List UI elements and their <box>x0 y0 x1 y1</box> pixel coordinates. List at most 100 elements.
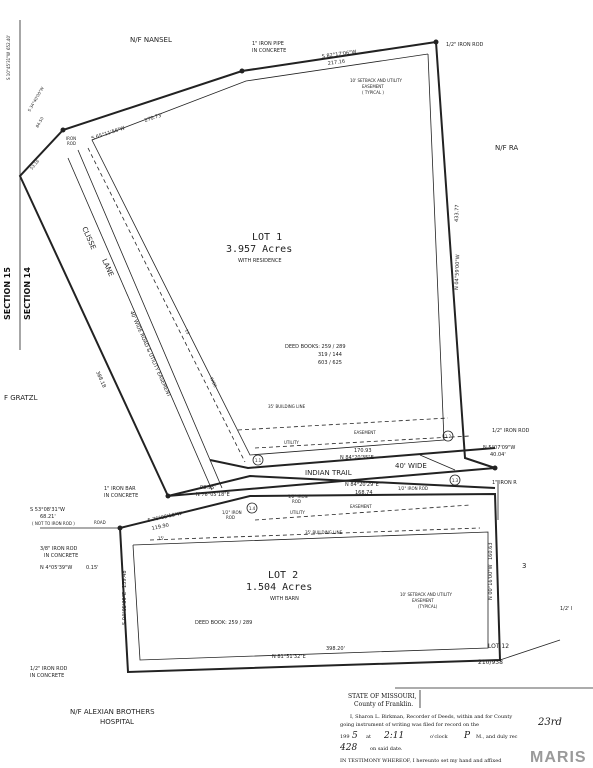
monument-rod38-2: IN CONCRETE <box>44 553 78 559</box>
bearing-lot2-bottom-dist: 398.20' <box>326 646 345 652</box>
monuments <box>60 39 498 531</box>
lot2-note: WITH BARN <box>270 596 299 602</box>
recorder-line1: I, Sharon L. Birkman, Recorder of Deeds,… <box>350 714 512 720</box>
bearing-lot2-west: S 04°05'39"E <box>122 592 128 625</box>
lot1-title: LOT 1 <box>252 232 282 243</box>
neighbor-alexian-2: HOSPITAL <box>100 718 134 726</box>
iron-rod-ne-marker <box>433 39 439 45</box>
monument-iron-rod-e1: 1/2" IRON ROD <box>492 428 530 434</box>
lot1-acres: 3.957 Acres <box>226 244 292 255</box>
point-callouts: 1.1 1.2 1.3 1.4 <box>246 430 461 514</box>
monument-small-rod-3: 1/2" IRON <box>288 494 308 499</box>
neighbor-gratzl: F GRATZL <box>4 394 38 402</box>
monument-small-rod-4: ROD <box>292 499 301 504</box>
recorder-line3-clock: o'clock <box>430 734 449 740</box>
bearing-corner-short: 93.95' <box>200 485 216 491</box>
lot1-deed-3: 603 / 625 <box>318 360 342 366</box>
monument-iron-bar: 1" IRON BAR <box>104 486 136 492</box>
setback-top-2: EASEMENT <box>362 84 384 89</box>
utility-easement-south <box>254 504 471 521</box>
section-15-label: SECTION 15 <box>3 267 12 320</box>
bearing-left2-dist: 84.50 <box>35 116 45 129</box>
lot1-deed: DEED BOOKS: 259 / 289 <box>285 344 346 350</box>
recorder-hand-year: 5 <box>352 731 358 741</box>
recorder-hand-day: 23rd <box>537 717 562 728</box>
bearing-lot2-bottom: N 81°51'32"E <box>272 654 306 660</box>
building-line-2: 35' BUILDING LINE <box>305 530 343 535</box>
monument-iron-bar-2: IN CONCRETE <box>104 493 138 499</box>
bearing-north-trail-dist: 170.93 <box>354 448 372 454</box>
monument-iron-rod-nw-2: ROD <box>67 141 76 146</box>
iron-rod-nw-marker <box>60 127 66 133</box>
bearing-corner: N 76°05'18"E <box>196 492 230 498</box>
lot1-building-line <box>237 417 449 431</box>
monument-small-rod-1: 1/2" IRON <box>222 510 242 515</box>
recorder-hand-book: 428 <box>339 743 357 753</box>
bearing-nw1-dist: 270.73' <box>144 112 164 124</box>
recorder-county: County of Franklin. <box>354 701 413 708</box>
monument-small-rod-2: ROD <box>226 515 235 520</box>
bearing-left-vert-dist: 652.40' <box>6 35 11 50</box>
utility-easement-north <box>254 435 471 449</box>
bearing-rod-dist: 0.15' <box>86 565 99 571</box>
bearing-north-trail: N 84°20'35"E <box>340 455 374 461</box>
recorder-line4: on said date. <box>370 746 403 752</box>
bearing-left-vert: S 10°45'31"W <box>6 52 11 80</box>
road-small-label: ROAD <box>94 520 106 525</box>
recorder-hand-time: 2:11 <box>383 731 404 741</box>
indian-trail-north-edge <box>209 447 496 470</box>
lot1-setback-line <box>91 53 445 456</box>
recorder-certificate: STATE OF MISSOURI, County of Franklin. I… <box>339 687 593 764</box>
monument-small-rod-5: 1/2" IRON ROD <box>398 486 428 491</box>
road-clisse: CLISSE <box>80 226 97 251</box>
recorder-line2: going instrument of writing was filed fo… <box>340 722 479 728</box>
bearing-tie-dist: 68.21' <box>40 514 56 520</box>
bearing-lot2-east-dist: 160.63 <box>488 543 494 561</box>
lot12-label: LOT 12 <box>488 643 509 650</box>
easement-leader <box>419 454 456 471</box>
section-14-label: SECTION 14 <box>23 267 32 320</box>
bearing-tie: S 53°08'31"W <box>30 507 65 513</box>
bearing-east-lot1: N 04°59'00"W <box>454 254 461 290</box>
callout-2: 1.2 <box>445 434 452 439</box>
utility-label-1: UTILITY <box>284 440 299 445</box>
neighbor-nansel: N/F NANSEL <box>130 36 172 44</box>
road-width: 40' WIDE <box>395 462 427 470</box>
monument-rod-sw: 1/2" IRON ROD <box>30 666 68 672</box>
recorder-hand-pm: P <box>463 731 471 741</box>
watermark-logo: MARIS <box>530 749 587 766</box>
bearing-top1-dist: 217.16 <box>327 59 345 67</box>
bearing-tie-note: ( NOT TO IRON ROD ) <box>32 521 75 526</box>
building-line-1: 35' BUILDING LINE <box>268 404 306 409</box>
bearing-south-trail: N 84°20'29"E <box>345 482 379 488</box>
monument-iron-pipe: 1" IRON PIPE <box>252 41 284 47</box>
iron-bar-marker <box>165 493 171 499</box>
lot2-building-line <box>149 527 481 541</box>
monument-rod-se: 1/2' I <box>560 606 573 612</box>
road-wide-small: WIDE <box>209 376 218 388</box>
lot2-deed: DEED BOOK: 259 / 289 <box>195 620 252 626</box>
monument-iron-rod-ne: 1/2" IRON ROD <box>446 42 484 48</box>
setback-top-3: ( TYPICAL ) <box>362 90 384 95</box>
lot1-note: WITH RESIDENCE <box>238 258 282 264</box>
lot1-deed-2: 319 / 144 <box>318 352 342 358</box>
recorder-line3-pre: 199 <box>340 734 350 740</box>
bearing-lot2-west-dist: 159.48 <box>122 571 128 589</box>
bearing-rod: N 4°05'39"W <box>40 565 72 571</box>
reference-number: 210/938 <box>478 659 503 666</box>
bearing-east-trail-dist: 40.04' <box>490 452 506 458</box>
easement-15b: 15' <box>158 536 164 541</box>
lot1-boundary <box>18 41 496 498</box>
callout-3: 1.3 <box>452 478 459 483</box>
clisse-lane-line-2 <box>77 149 223 489</box>
monument-rod-sw-2: IN CONCRETE <box>30 673 64 679</box>
lot2-boundary <box>119 492 502 674</box>
property-boundaries <box>18 20 561 674</box>
road-indian-trail: INDIAN TRAIL <box>305 469 352 477</box>
monument-rod38: 3/8" IRON ROD <box>40 546 78 552</box>
monument-iron-rod-e2: 1" IRON R <box>492 480 517 486</box>
callout-4: 1.4 <box>249 506 256 511</box>
setback-bot-3: (TYPICAL) <box>418 604 438 609</box>
lot2-title: LOT 2 <box>268 570 298 581</box>
setback-bot-1: 10' SETBACK AND UTILITY <box>400 592 453 597</box>
